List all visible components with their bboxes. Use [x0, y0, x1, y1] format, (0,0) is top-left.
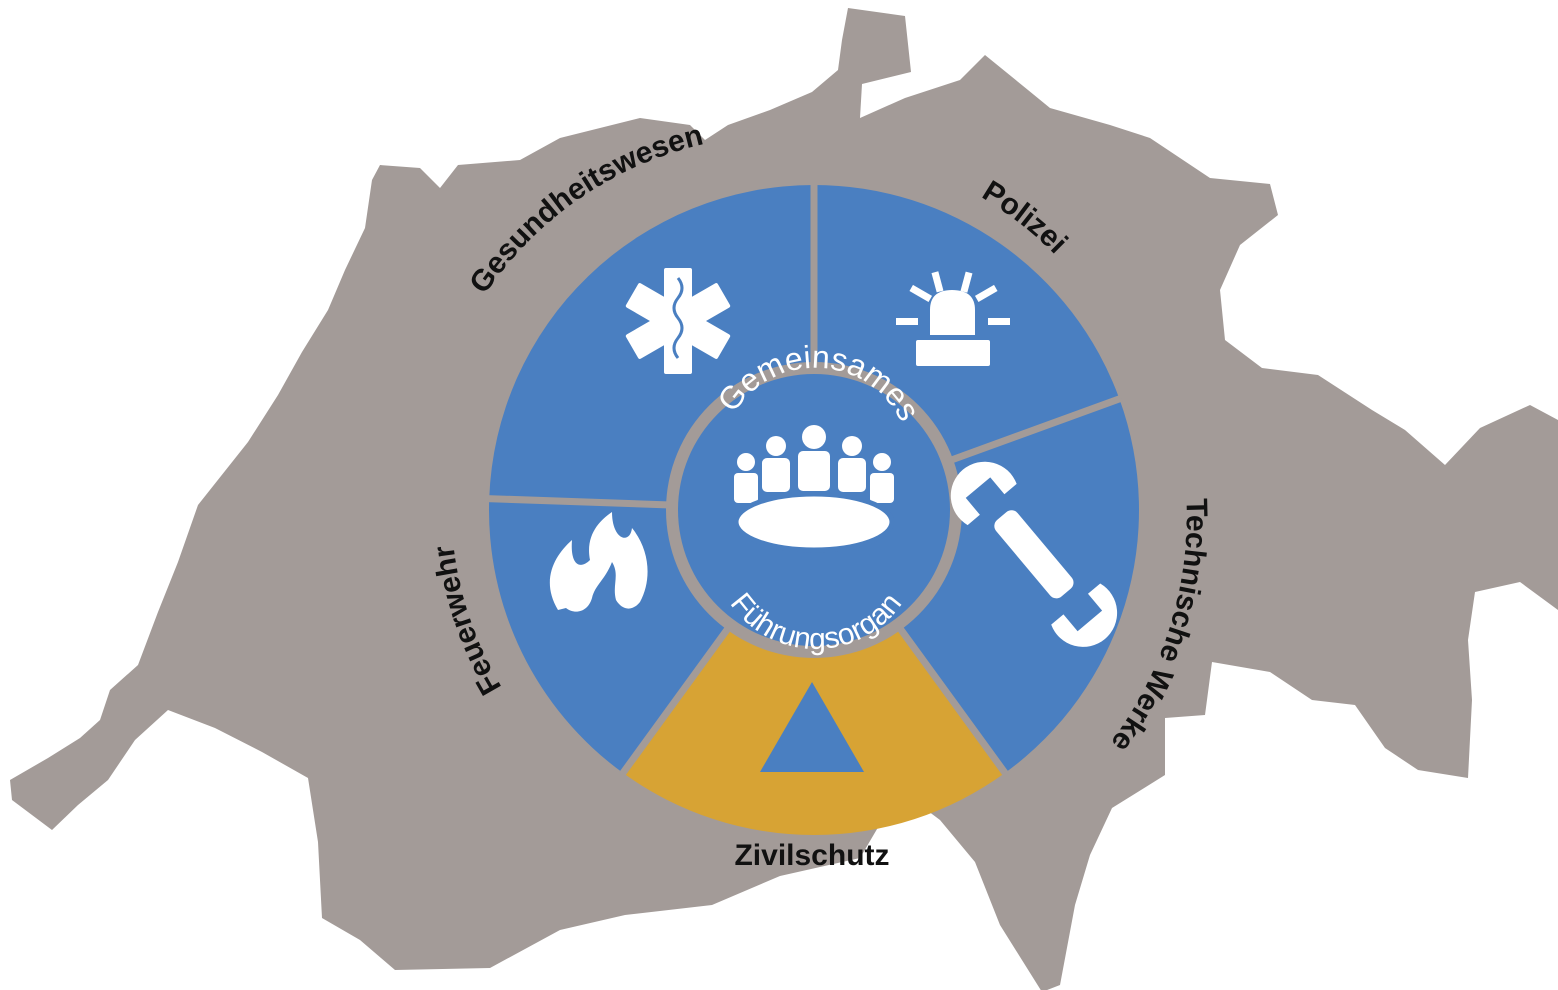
meeting-table-icon	[733, 425, 895, 553]
segment-divider	[944, 394, 1123, 466]
siren-icon	[896, 271, 1010, 366]
segment-divider	[618, 621, 735, 777]
star-of-life-icon	[625, 268, 731, 374]
civil-defense-triangle-icon	[760, 682, 864, 772]
segment-divider	[893, 621, 1010, 777]
flame-icon	[549, 512, 648, 612]
wrench-icon	[950, 461, 1118, 647]
label-zivilschutz: Zivilschutz	[734, 839, 889, 872]
segment-divider	[487, 495, 675, 509]
